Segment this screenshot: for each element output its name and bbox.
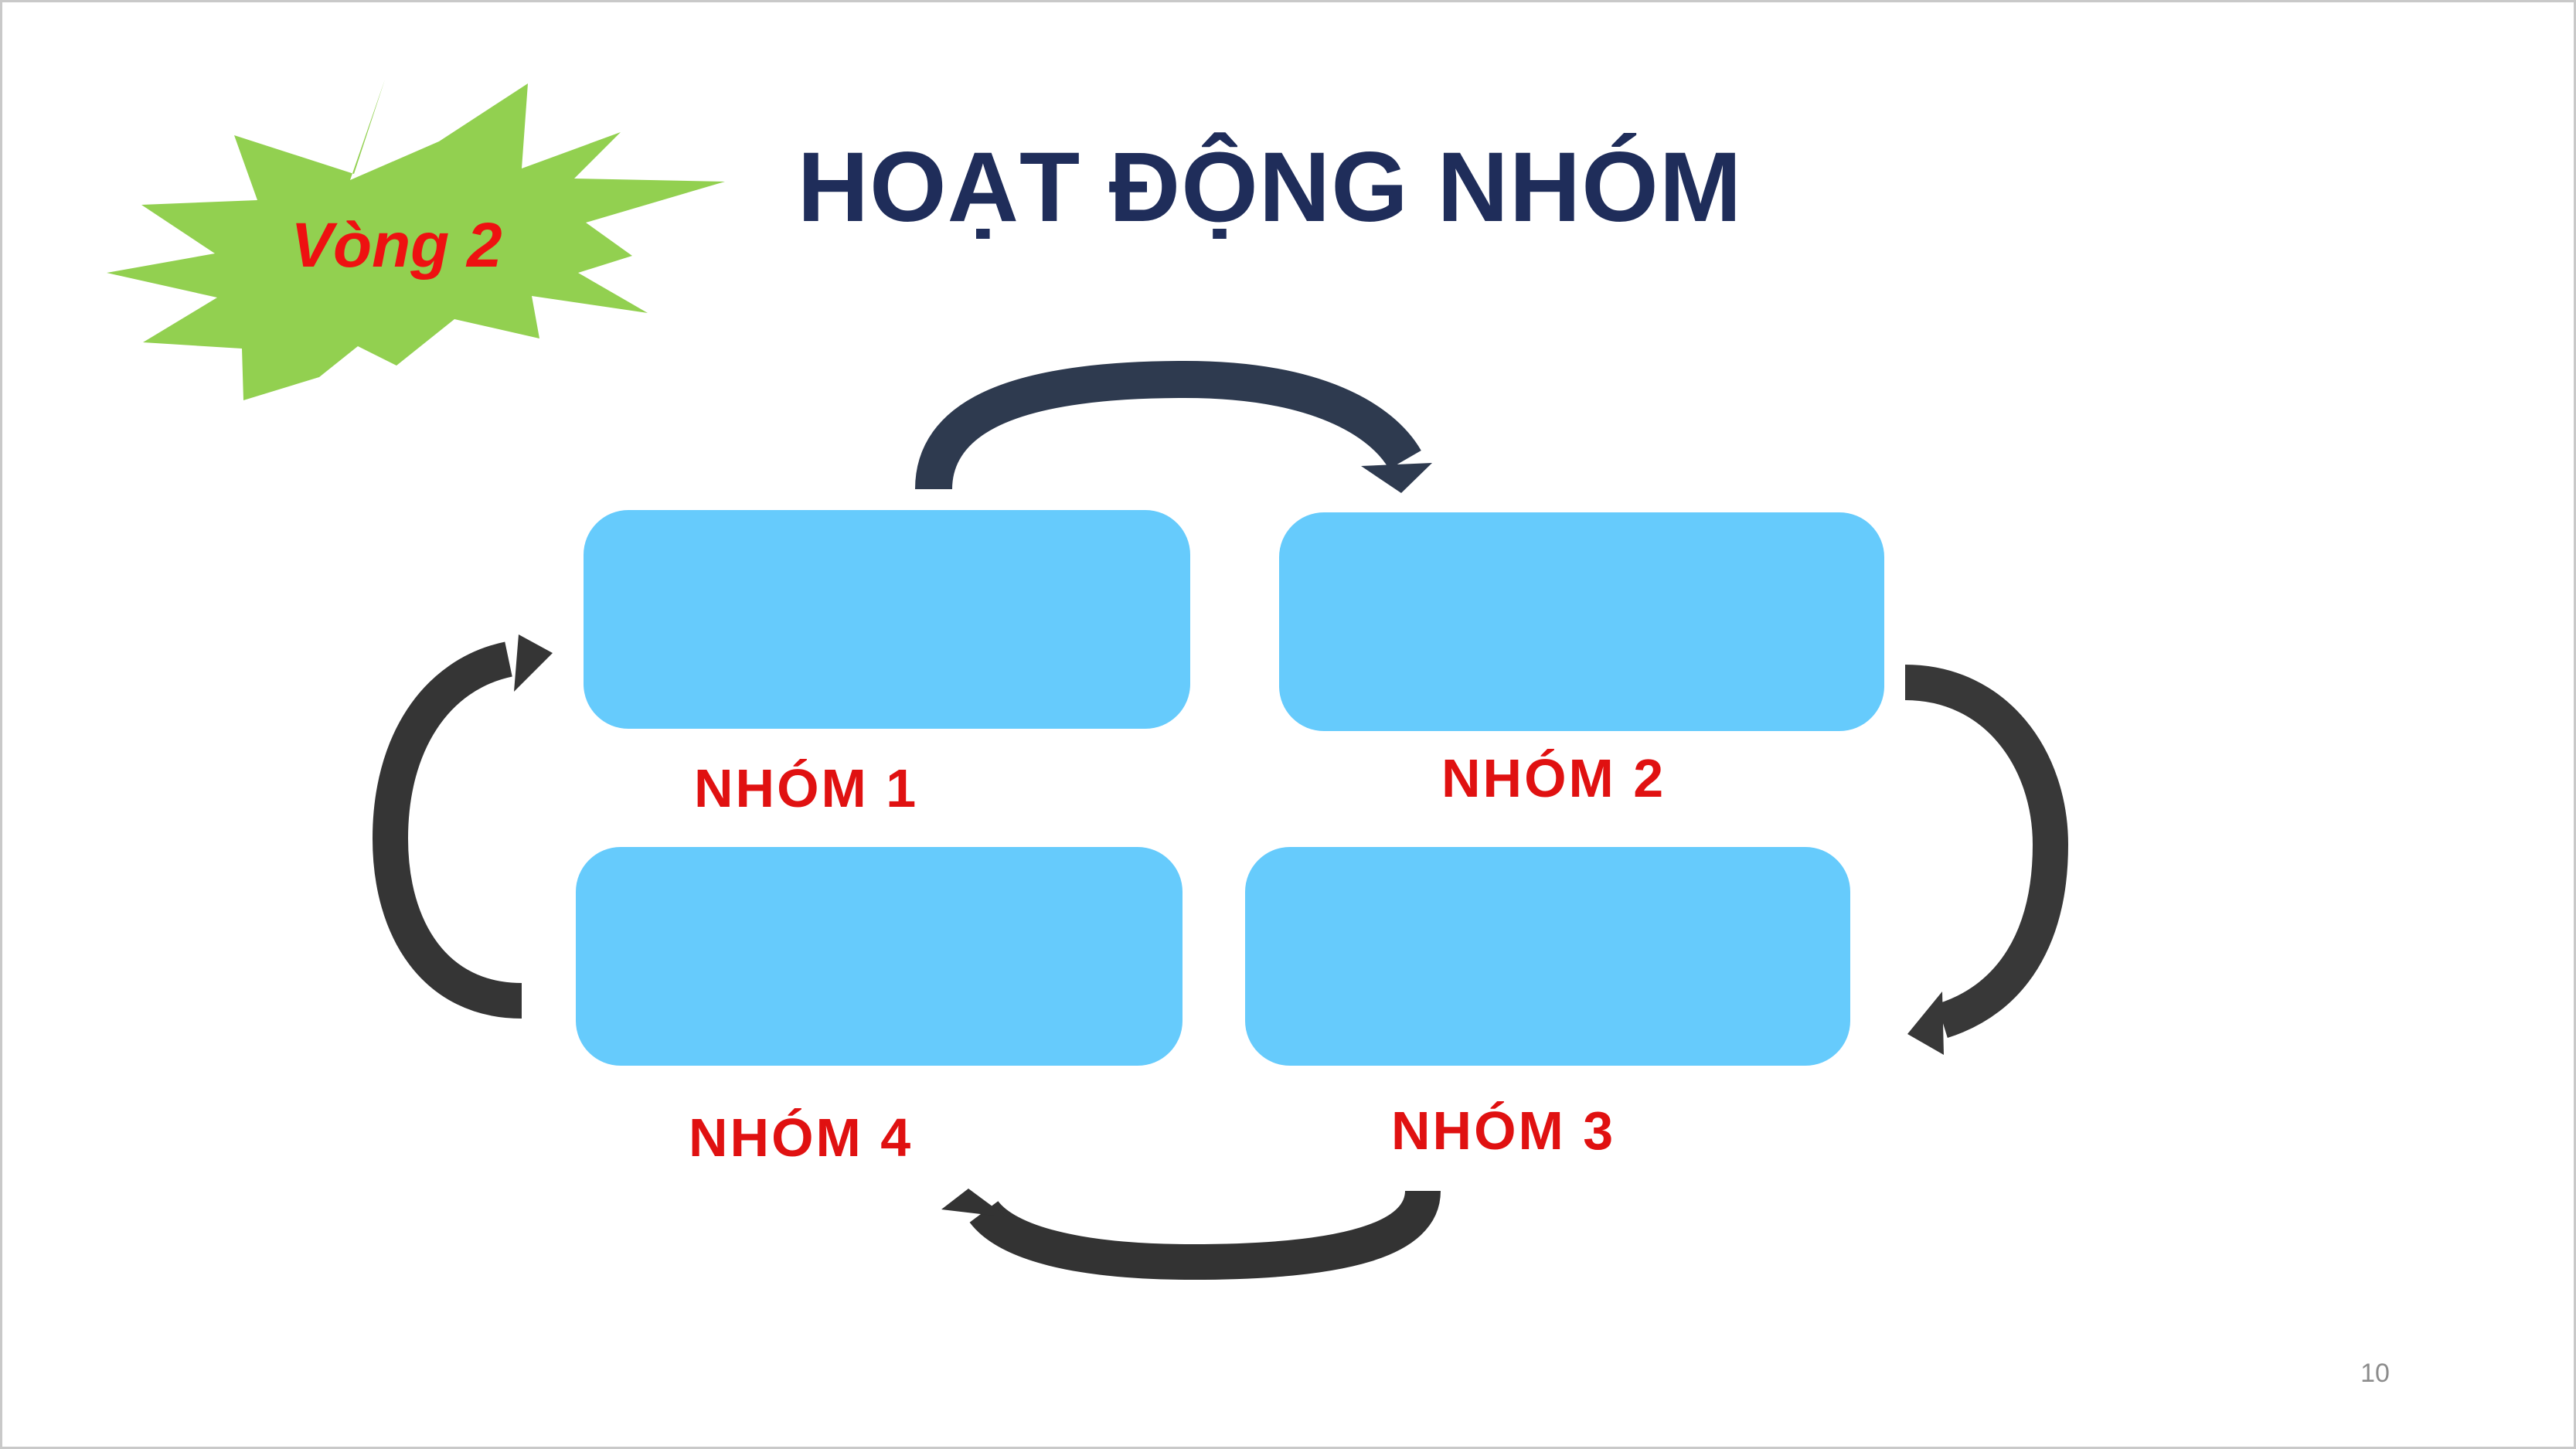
round-badge-label: Vòng 2	[291, 210, 502, 281]
page-number: 10	[2360, 1359, 2390, 1388]
group-3-box[interactable]	[1245, 847, 1850, 1066]
group-3-label: NHÓM 3	[1391, 1100, 1616, 1161]
group-4-box[interactable]	[576, 847, 1183, 1066]
group-4-label: NHÓM 4	[689, 1107, 914, 1168]
starburst-shape	[107, 80, 725, 400]
group-1-label: NHÓM 1	[694, 758, 919, 818]
arrow-group2-to-group3	[1904, 665, 2069, 1055]
arrow-group1-to-group2	[915, 360, 1432, 493]
group-1-box[interactable]	[584, 510, 1190, 729]
page-title: HOẠT ĐỘNG NHÓM	[797, 132, 1743, 243]
arrow-group4-to-group1	[372, 634, 553, 1019]
arrow-group3-to-group4	[941, 1189, 1441, 1281]
group-2-label: NHÓM 2	[1441, 748, 1666, 808]
group-2-box[interactable]	[1279, 512, 1884, 731]
